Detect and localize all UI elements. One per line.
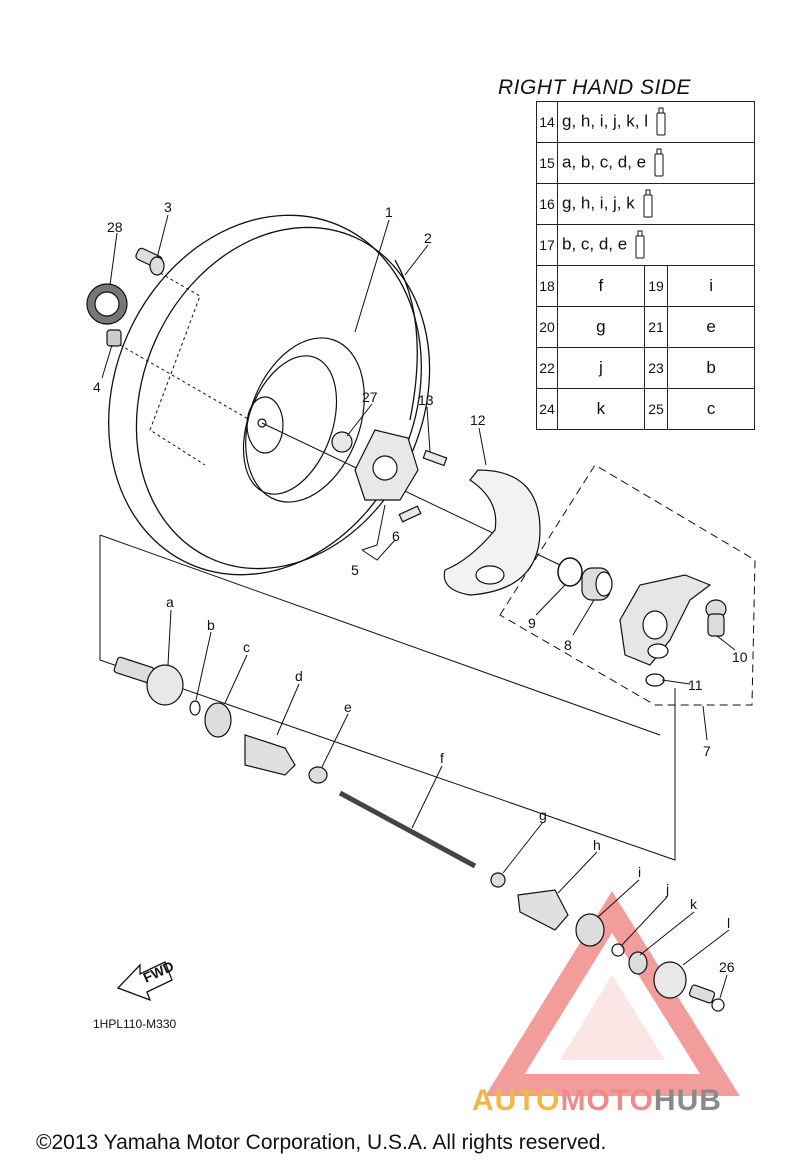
grease-tube-icon bbox=[643, 189, 653, 218]
pair-value-2: i bbox=[667, 265, 755, 307]
label-6: 6 bbox=[392, 528, 400, 544]
pair-number-2: 25 bbox=[643, 388, 669, 430]
grease-tube-icon bbox=[654, 148, 664, 177]
group-codes: g, h, i, j, k bbox=[562, 193, 635, 213]
legend-pair-row: 18 f 19 i bbox=[536, 265, 755, 307]
pair-number-2: 21 bbox=[643, 306, 669, 348]
label-26: 26 bbox=[719, 959, 735, 975]
label-10: 10 bbox=[732, 649, 748, 665]
nut bbox=[106, 329, 122, 347]
figure-code: 1HPL110-M330 bbox=[93, 1017, 177, 1031]
group-number: 16 bbox=[536, 183, 558, 225]
label-1: 1 bbox=[385, 204, 393, 220]
watermark-text: AUTOMOTOHUB bbox=[472, 1084, 722, 1118]
label-12: 12 bbox=[470, 412, 486, 428]
valve-cap bbox=[86, 283, 128, 325]
label-l: l bbox=[727, 915, 730, 931]
pair-number-1: 22 bbox=[536, 347, 558, 389]
label-i: i bbox=[638, 864, 641, 880]
label-b: b bbox=[207, 617, 215, 633]
group-codes: g, h, i, j, k, l bbox=[562, 111, 648, 131]
watermark-part-2: MOTO bbox=[560, 1084, 654, 1117]
watermark-part-3: HUB bbox=[653, 1084, 722, 1117]
label-f: f bbox=[440, 750, 444, 766]
legend-group-row: 14 g, h, i, j, k, l bbox=[536, 101, 755, 143]
label-9: 9 bbox=[528, 615, 536, 631]
label-3: 3 bbox=[164, 199, 172, 215]
pair-value-1: k bbox=[557, 388, 645, 430]
legend-pair-row: 24 k 25 c bbox=[536, 388, 755, 430]
label-c: c bbox=[243, 639, 250, 655]
label-g: g bbox=[539, 807, 547, 823]
drive-shaft-parts bbox=[113, 656, 725, 1012]
wheel-rim bbox=[242, 337, 365, 503]
circlip bbox=[557, 557, 583, 587]
pair-number-2: 23 bbox=[643, 347, 669, 389]
ball-joint bbox=[705, 599, 727, 637]
legend-group-row: 15 a, b, c, d, e bbox=[536, 142, 755, 184]
label-j: j bbox=[665, 881, 669, 897]
pair-number-1: 20 bbox=[536, 306, 558, 348]
copyright-notice: ©2013 Yamaha Motor Corporation, U.S.A. A… bbox=[36, 1131, 607, 1154]
label-27: 27 bbox=[362, 389, 378, 405]
group-number: 14 bbox=[536, 101, 558, 143]
pair-number-1: 18 bbox=[536, 265, 558, 307]
label-8: 8 bbox=[564, 637, 572, 653]
legend-group-row: 17 b, c, d, e bbox=[536, 224, 755, 266]
label-2: 2 bbox=[424, 230, 432, 246]
label-4: 4 bbox=[93, 379, 101, 395]
pair-value-1: j bbox=[557, 347, 645, 389]
brake-disc bbox=[443, 469, 541, 596]
bearing bbox=[581, 567, 613, 601]
label-h: h bbox=[593, 837, 601, 853]
group-codes-cell: a, b, c, d, e bbox=[557, 142, 755, 184]
grease-tube-icon bbox=[635, 230, 645, 259]
group-codes-cell: g, h, i, j, k, l bbox=[557, 101, 755, 143]
group-number: 15 bbox=[536, 142, 558, 184]
label-11: 11 bbox=[688, 677, 703, 693]
group-codes: a, b, c, d, e bbox=[562, 152, 647, 172]
pair-value-2: b bbox=[667, 347, 755, 389]
legend-title: RIGHT HAND SIDE bbox=[498, 76, 692, 99]
group-number: 17 bbox=[536, 224, 558, 266]
legend-pair-row: 22 j 23 b bbox=[536, 347, 755, 389]
label-d: d bbox=[295, 668, 303, 684]
legend-table: 14 g, h, i, j, k, l 15 a, b, c, d, e 16 … bbox=[536, 101, 755, 430]
label-e: e bbox=[344, 699, 352, 715]
tire-valve bbox=[135, 247, 165, 276]
label-28: 28 bbox=[107, 219, 123, 235]
pair-value-2: e bbox=[667, 306, 755, 348]
hub bbox=[331, 429, 448, 523]
group-codes-cell: b, c, d, e bbox=[557, 224, 755, 266]
label-13: 13 bbox=[418, 392, 434, 408]
label-a: a bbox=[166, 594, 174, 610]
watermark-part-1: AUTO bbox=[472, 1084, 561, 1117]
legend-pair-row: 20 g 21 e bbox=[536, 306, 755, 348]
group-codes-cell: g, h, i, j, k bbox=[557, 183, 755, 225]
pair-value-1: f bbox=[557, 265, 645, 307]
pair-number-1: 24 bbox=[536, 388, 558, 430]
grease-tube-icon bbox=[656, 107, 666, 136]
label-7: 7 bbox=[703, 743, 711, 759]
watermark-logo bbox=[485, 891, 740, 1096]
pair-value-2: c bbox=[667, 388, 755, 430]
group-codes: b, c, d, e bbox=[562, 234, 628, 254]
pair-number-2: 19 bbox=[643, 265, 669, 307]
pair-value-1: g bbox=[557, 306, 645, 348]
label-k: k bbox=[690, 896, 698, 912]
fwd-arrow-icon: FWD bbox=[116, 958, 176, 1002]
steering-knuckle bbox=[619, 574, 712, 666]
label-5: 5 bbox=[351, 562, 359, 578]
legend-group-row: 16 g, h, i, j, k bbox=[536, 183, 755, 225]
